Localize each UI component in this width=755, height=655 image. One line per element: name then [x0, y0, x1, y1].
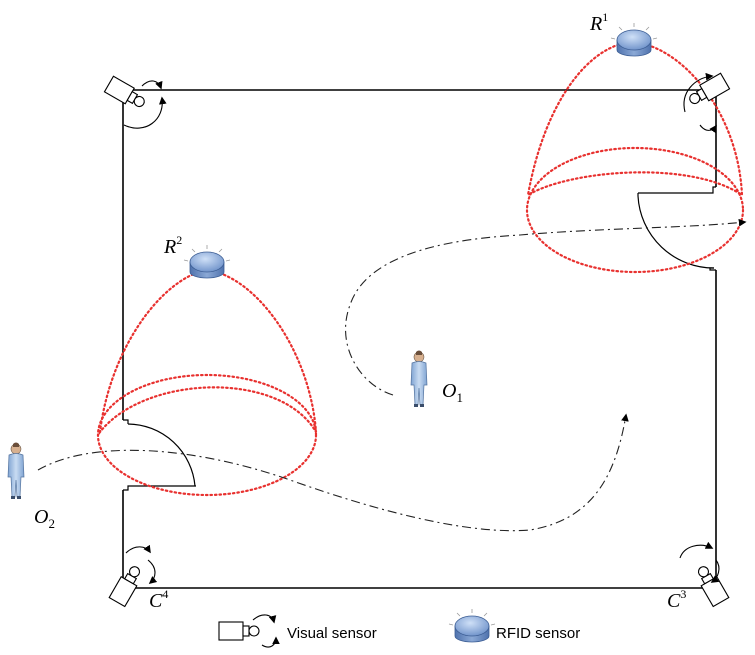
right-door [637, 186, 716, 271]
person-o1-icon [410, 350, 428, 408]
person-o2-icon [7, 442, 25, 500]
legend-visual-sensor-label: Visual sensor [287, 625, 377, 642]
camera-bottom-right-rotation-icon [679, 541, 720, 583]
rfid-reader-r1-icon [610, 22, 658, 57]
legend-rfid-icon [448, 608, 496, 643]
camera-top-right [685, 72, 731, 110]
label-o1: O1 [442, 380, 463, 405]
room-walls [122, 89, 717, 589]
label-c3: C3 [667, 587, 686, 612]
rfid-range-r2 [96, 268, 318, 497]
camera-top-right-rotation-icon [683, 72, 717, 134]
legend-camera-icon [218, 621, 260, 641]
trajectory-o2 [37, 413, 629, 532]
label-r1: R1 [589, 10, 608, 35]
label-o2: O2 [34, 506, 55, 531]
camera-top-left-rotation-icon [123, 80, 167, 129]
camera-top-left [103, 75, 149, 113]
label-c4: C4 [149, 587, 168, 612]
left-door [123, 419, 196, 491]
camera-bottom-left [108, 562, 146, 608]
legend-rfid-sensor-label: RFID sensor [496, 625, 580, 642]
legend-camera-rotation-icon [252, 614, 280, 648]
rfid-reader-r2-icon [183, 244, 231, 279]
trajectory-o1 [345, 218, 747, 396]
label-r2: R2 [163, 233, 182, 258]
camera-bottom-right [692, 562, 730, 608]
legend: Visual sensor RFID sensor [218, 608, 580, 648]
camera-bottom-left-rotation-icon [125, 544, 158, 584]
